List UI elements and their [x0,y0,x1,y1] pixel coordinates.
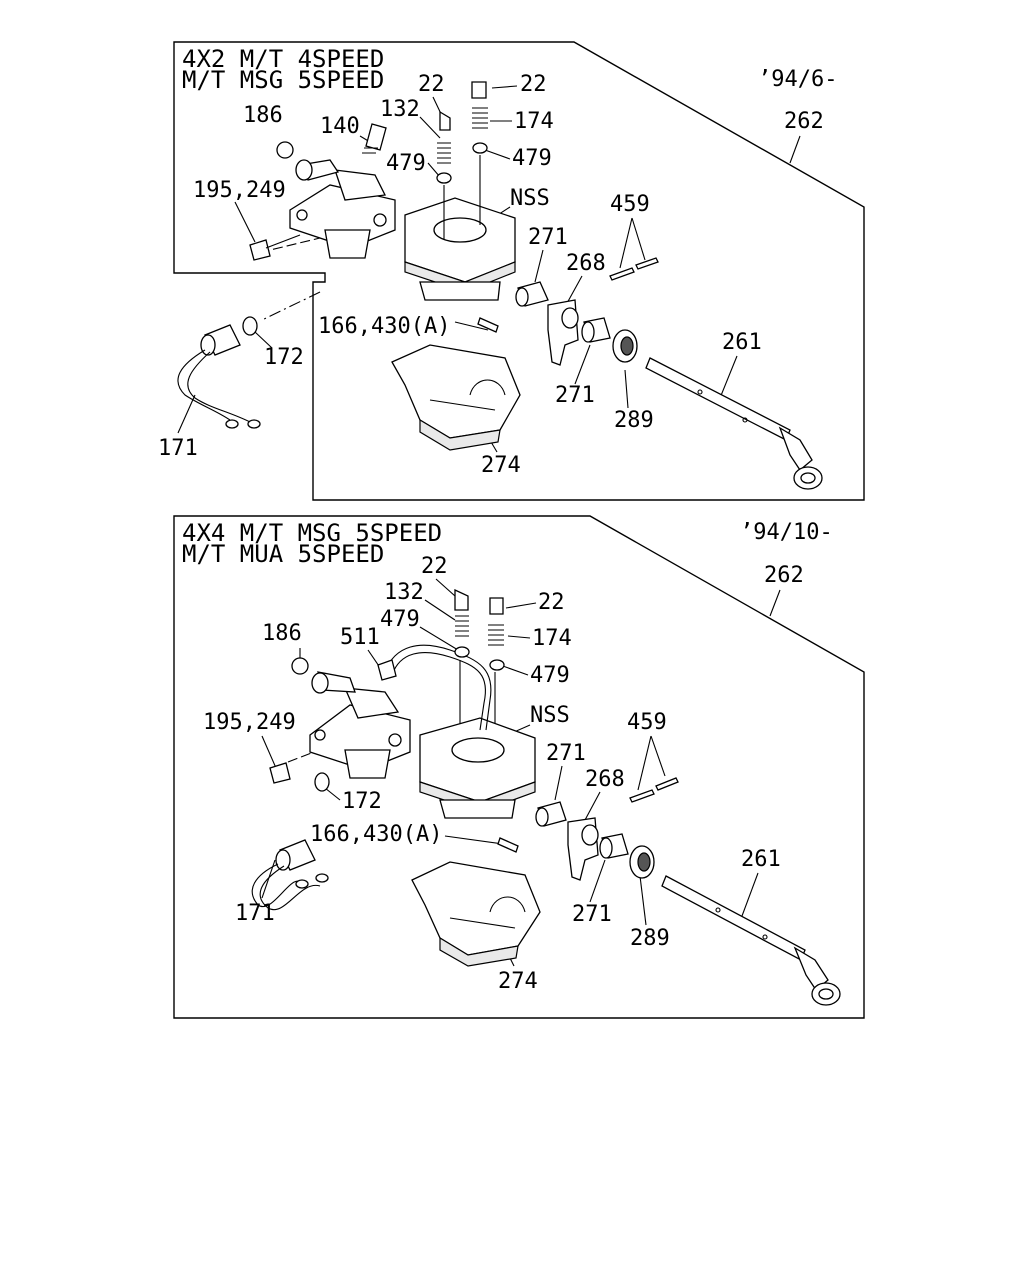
label-479: 479 [380,607,420,632]
label-174: 174 [532,626,572,651]
label-nss: NSS [510,186,550,211]
switch-171 [251,839,329,911]
detent-springs [276,81,488,240]
label-261: 261 [722,330,762,355]
label-459: 459 [627,710,667,735]
label-22: 22 [421,554,448,579]
label-140: 140 [320,114,360,139]
panel-1-date-code: ’94/6- [758,67,837,92]
pins-459 [609,257,659,281]
switch-171 [177,324,261,429]
bolt-166-430a [497,837,519,853]
panel-2: 4X4 M/T MSG 5SPEED M/T MUA 5SPEED ’94/10… [173,515,865,1019]
bolt-166-430a [477,317,499,333]
label-479: 479 [512,146,552,171]
panel-2-title-line1: 4X4 M/T MSG 5SPEED [182,519,442,547]
label-174: 174 [514,109,554,134]
panel-2-frame [173,515,865,1019]
shift-rod-261 [645,357,823,490]
shift-rod-261 [661,875,841,1006]
label-22: 22 [520,72,547,97]
bracket-274 [411,861,541,967]
bushing-271-lower [599,833,629,859]
label-268: 268 [566,251,606,276]
detent-springs [291,588,505,675]
label-195-249: 195,249 [193,178,286,203]
washer-172 [314,772,330,792]
pins-459 [629,777,679,803]
panel-1-frame [173,41,865,501]
label-274: 274 [481,453,521,478]
label-166-430a: 166,430(A) [318,314,450,339]
bracket-274 [391,344,521,451]
ring-289 [629,845,655,879]
label-172: 172 [264,345,304,370]
panel-1-title-line2: M/T MSG 5SPEED [182,66,384,94]
label-22: 22 [538,590,565,615]
panel-1-title-line1: 4X2 M/T 4SPEED [182,45,384,73]
label-132: 132 [380,97,420,122]
breather-hose-511 [377,644,492,731]
shift-housing [309,671,536,819]
bushing-271-upper [535,801,567,827]
label-274: 274 [498,969,538,994]
bolt-195-249 [249,234,301,261]
label-271: 271 [528,225,568,250]
label-271: 271 [572,902,612,927]
label-289: 289 [630,926,670,951]
label-459: 459 [610,192,650,217]
label-132: 132 [384,580,424,605]
label-172: 172 [342,789,382,814]
bushing-271-upper [515,281,549,307]
ring-289 [612,329,638,363]
label-262: 262 [764,563,804,588]
bolt-195-249 [269,762,291,784]
label-479: 479 [386,151,426,176]
panel-1: 4X2 M/T 4SPEED M/T MSG 5SPEED ’94/6- 22 … [158,41,865,501]
label-271: 271 [555,383,595,408]
label-195-249: 195,249 [203,710,296,735]
label-289: 289 [614,408,654,433]
shift-block-268 [567,817,599,881]
label-268: 268 [585,767,625,792]
label-271: 271 [546,741,586,766]
panel-2-title-line2: M/T MUA 5SPEED [182,540,384,568]
panel-2-date-code: ’94/10- [740,520,833,545]
label-166-430a: 166,430(A) [310,822,442,847]
label-186: 186 [262,621,302,646]
label-479: 479 [530,663,570,688]
label-22: 22 [418,72,445,97]
label-511: 511 [340,625,380,650]
label-261: 261 [741,847,781,872]
shift-housing [289,159,516,301]
bushing-271-lower [581,317,611,343]
label-262: 262 [784,109,824,134]
washer-172 [242,316,258,336]
label-nss: NSS [530,703,570,728]
shift-block-268 [547,299,579,366]
label-186: 186 [243,103,283,128]
label-171: 171 [158,436,198,461]
